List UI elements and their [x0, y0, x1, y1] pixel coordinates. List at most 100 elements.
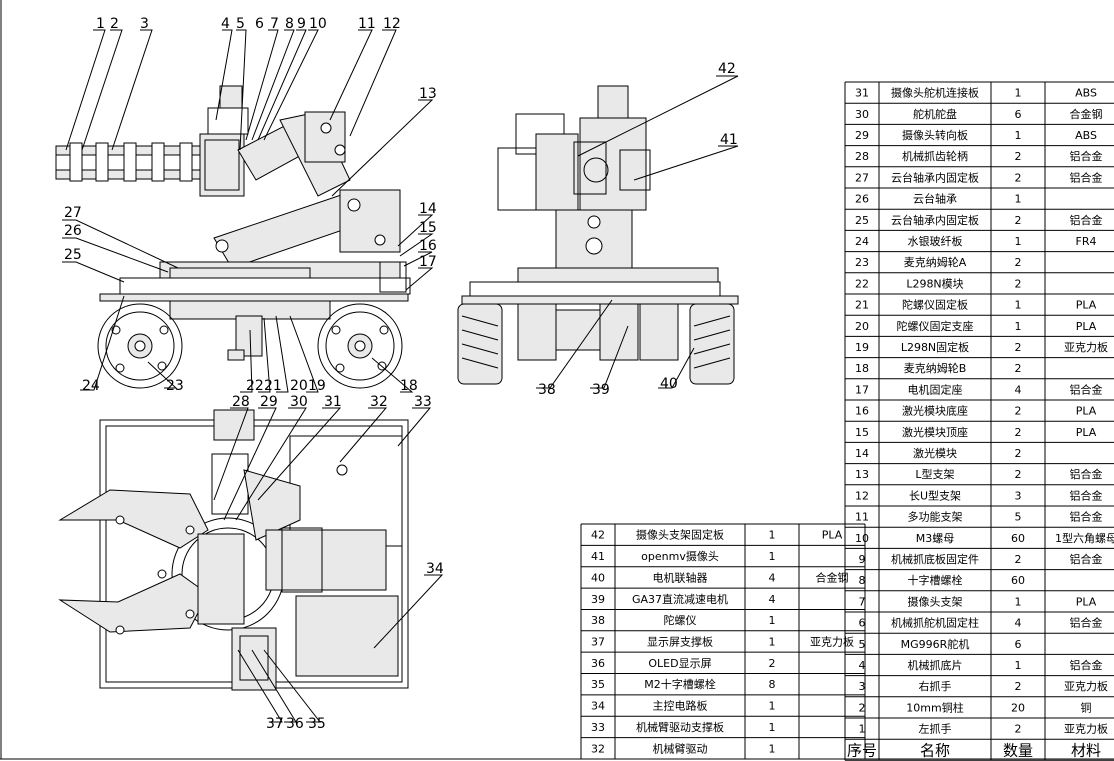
bom-cell-no: 34: [591, 700, 605, 713]
callout-11: 11: [358, 16, 376, 32]
bom-cell-qty: 1: [1015, 235, 1022, 248]
bom-cell-qty: 4: [1015, 617, 1022, 630]
bom-cell-material: 铝合金: [1070, 213, 1103, 227]
callout-31: 31: [324, 394, 342, 410]
bom-cell-name: MG996R舵机: [901, 637, 970, 651]
callout-20: 20: [290, 378, 308, 394]
front-view: [457, 85, 739, 385]
bom-cell-name: M2十字槽螺栓: [644, 677, 716, 691]
bom-cell-material: 铜: [1081, 700, 1092, 714]
bom-cell-qty: 2: [1015, 426, 1022, 439]
wheel-right: [317, 303, 403, 389]
bom-cell-name: L298N模块: [906, 277, 963, 290]
bom-cell-qty: 1: [769, 700, 776, 713]
bom-cell-name: 机械臂驱动: [653, 741, 708, 755]
bom-cell-qty: 1: [769, 550, 776, 563]
bom-cell-no: 14: [855, 447, 869, 460]
bom-cell-no: 16: [855, 405, 869, 418]
bom-cell-material: 亚克力板: [1064, 340, 1108, 354]
bom-cell-qty: 6: [1015, 638, 1022, 651]
callout-4: 4: [221, 16, 230, 32]
bom-cell-no: 6: [859, 617, 866, 630]
bom-header-name: 名称: [920, 742, 950, 760]
bom-cell-name: 多功能支架: [908, 510, 963, 524]
bom-cell-qty: 2: [1015, 214, 1022, 227]
bom-cell-name: 电机联轴器: [653, 570, 708, 584]
callout-30: 30: [290, 394, 308, 410]
bom-cell-no: 25: [855, 214, 869, 227]
bom-cell-material: 铝合金: [1070, 616, 1103, 630]
bom-cell-no: 30: [855, 108, 869, 121]
bom-cell-material: 铝合金: [1070, 488, 1103, 502]
bom-cell-material: 合金钢: [816, 570, 849, 584]
bom-cell-qty: 1: [1015, 193, 1022, 206]
bom-cell-name: 云台轴承内固定板: [891, 213, 979, 227]
bom-cell-no: 19: [855, 341, 869, 354]
bom-cell-name: 右抓手: [919, 679, 952, 693]
bom-cell-material: 铝合金: [1070, 658, 1103, 672]
bom-cell-name: 摄像头转向板: [902, 128, 968, 142]
callout-12: 12: [383, 16, 401, 32]
callout-22: 22: [246, 378, 264, 394]
callout-23: 23: [166, 378, 184, 394]
bom-cell-name: 激光模块顶座: [902, 425, 968, 439]
bom-cell-material: PLA: [1076, 320, 1097, 333]
bom-cell-name: L298N固定板: [901, 340, 969, 354]
bom-cell-no: 22: [855, 277, 869, 290]
callout-26: 26: [64, 223, 82, 239]
bom-cell-qty: 2: [1015, 256, 1022, 269]
bom-cell-no: 42: [591, 529, 605, 542]
bom-cell-no: 8: [859, 574, 866, 587]
bom-cell-name: 激光模块底座: [902, 404, 968, 418]
bom-cell-qty: 1: [1015, 299, 1022, 312]
bom-cell-no: 35: [591, 678, 605, 691]
callout-33: 33: [414, 394, 432, 410]
bom-cell-material: 亚克力板: [1064, 722, 1108, 736]
bom-cell-qty: 60: [1011, 532, 1025, 545]
bom-cell-name: 陀螺仪固定支座: [897, 319, 974, 333]
bom-cell-qty: 4: [1015, 383, 1022, 396]
bom-cell-name: 长U型支架: [909, 488, 961, 502]
bom-cell-name: 10mm铜柱: [906, 700, 963, 714]
callout-15: 15: [419, 220, 437, 236]
callout-2: 2: [110, 16, 119, 32]
bom-cell-name: 摄像头支架: [908, 594, 963, 608]
bom-cell-qty: 1: [1015, 320, 1022, 333]
bom-cell-name: 陀螺仪固定板: [902, 298, 968, 312]
bom-cell-name: GA37直流减速电机: [632, 592, 728, 606]
callout-27: 27: [64, 205, 82, 221]
callout-14: 14: [419, 201, 437, 217]
bom-cell-qty: 6: [1015, 108, 1022, 121]
bom-cell-qty: 1: [769, 529, 776, 542]
bom-cell-qty: 60: [1011, 574, 1025, 587]
callout-28: 28: [232, 394, 250, 410]
bom-cell-qty: 2: [1015, 150, 1022, 163]
bom-cell-material: 铝合金: [1070, 382, 1103, 396]
bom-cell-qty: 1: [769, 721, 776, 734]
bom-cell-qty: 2: [1015, 680, 1022, 693]
bom-cell-no: 24: [855, 235, 869, 248]
bom-cell-no: 40: [591, 571, 605, 584]
bom-cell-qty: 1: [1015, 129, 1022, 142]
bom-cell-name: 机械臂驱动支撑板: [636, 720, 724, 734]
bom-cell-no: 7: [859, 595, 866, 608]
bom-cell-qty: 1: [1015, 659, 1022, 672]
callout-13: 13: [419, 86, 437, 102]
bom-cell-no: 33: [591, 721, 605, 734]
bom-cell-qty: 2: [1015, 723, 1022, 736]
bom-cell-qty: 3: [1015, 489, 1022, 502]
bom-cell-material: FR4: [1076, 235, 1097, 248]
bom-cell-material: PLA: [1076, 299, 1097, 312]
bom-cell-material: PLA: [1076, 426, 1097, 439]
bom-cell-no: 18: [855, 362, 869, 375]
bom-cell-material: 铝合金: [1070, 149, 1103, 163]
callout-34: 34: [426, 561, 444, 577]
bom-cell-name: 主控电路板: [653, 699, 708, 713]
bom-cell-name: L型支架: [915, 467, 954, 481]
callout-29: 29: [260, 394, 278, 410]
callout-18: 18: [400, 378, 418, 394]
callout-3: 3: [140, 16, 149, 32]
bom-cell-name: 陀螺仪: [664, 613, 697, 627]
callout-40: 40: [660, 376, 678, 392]
